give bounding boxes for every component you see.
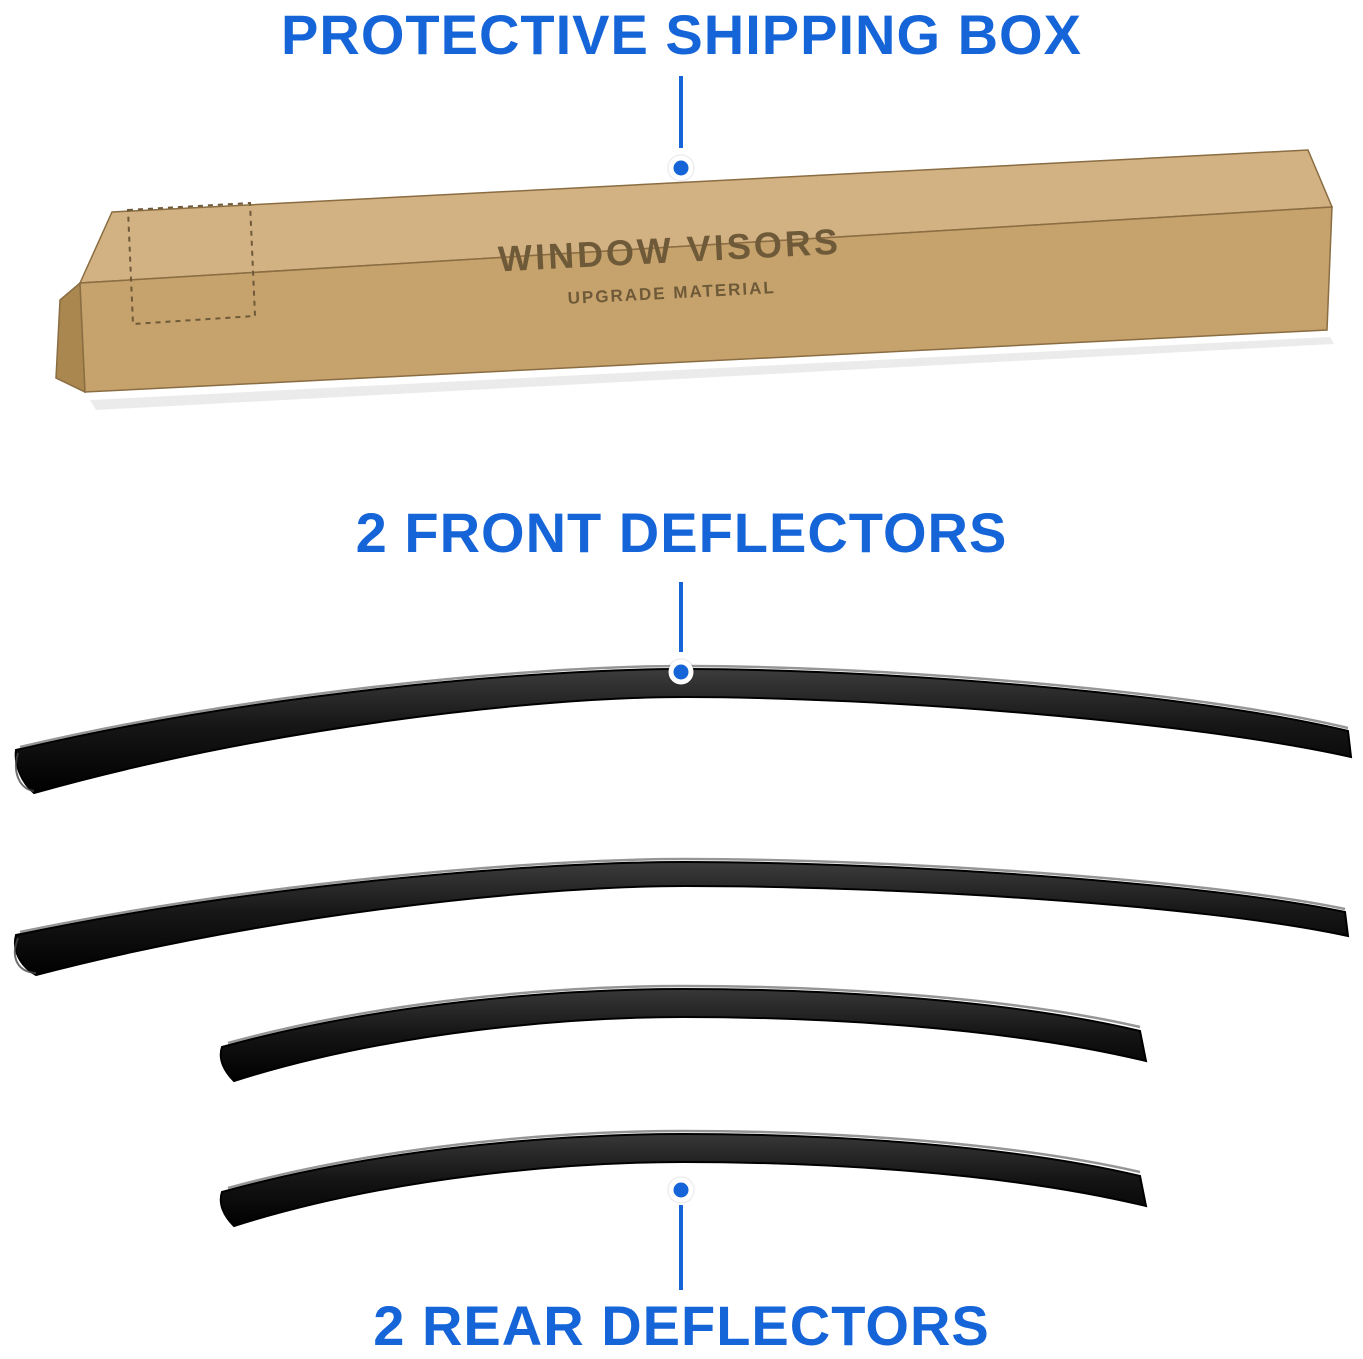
- callout-dot-shipping-box: [668, 155, 694, 181]
- front-deflector-2-graphic: [13, 857, 1350, 977]
- rear-deflector-2-body: [219, 1132, 1148, 1228]
- rear-deflector-2: [0, 1120, 1363, 1245]
- rear-deflector-2-graphic: [219, 1129, 1148, 1228]
- front-deflector-1-endcap: [15, 752, 35, 792]
- rear-deflector-2-highlight: [227, 1129, 1141, 1190]
- callout-dot-rear-deflectors: [668, 1177, 694, 1203]
- box-front-face: [79, 206, 1333, 393]
- rear-deflector-1-highlight: [227, 984, 1141, 1045]
- front-deflector-2-highlight: [19, 857, 1346, 934]
- front-deflector-2: [0, 840, 1363, 1010]
- rear-deflector-1-body: [219, 987, 1148, 1083]
- callout-dot-front-deflectors: [668, 659, 694, 685]
- heading-rear-deflectors: 2 REAR DEFLECTORS: [373, 1294, 990, 1357]
- box-shadow: [90, 337, 1334, 410]
- front-deflector-1-body: [14, 667, 1353, 795]
- callout-line-shipping-box: [679, 76, 683, 148]
- rear-deflector-1-graphic: [219, 984, 1148, 1083]
- heading-protective-shipping-box: PROTECTIVE SHIPPING BOX: [281, 3, 1082, 66]
- heading-front-deflectors: 2 FRONT DEFLECTORS: [355, 501, 1008, 564]
- box-label-area: [126, 201, 257, 326]
- front-deflector-2-endcap: [13, 937, 37, 974]
- shipping-box: WINDOW VISORS UPGRADE MATERIAL: [0, 130, 1363, 420]
- callout-line-rear-deflectors: [679, 1205, 683, 1290]
- rear-deflector-1: [0, 975, 1363, 1100]
- callout-line-front-deflectors: [679, 582, 683, 652]
- front-deflector-2-body: [14, 860, 1350, 977]
- shipping-box-graphic: WINDOW VISORS UPGRADE MATERIAL: [55, 149, 1334, 410]
